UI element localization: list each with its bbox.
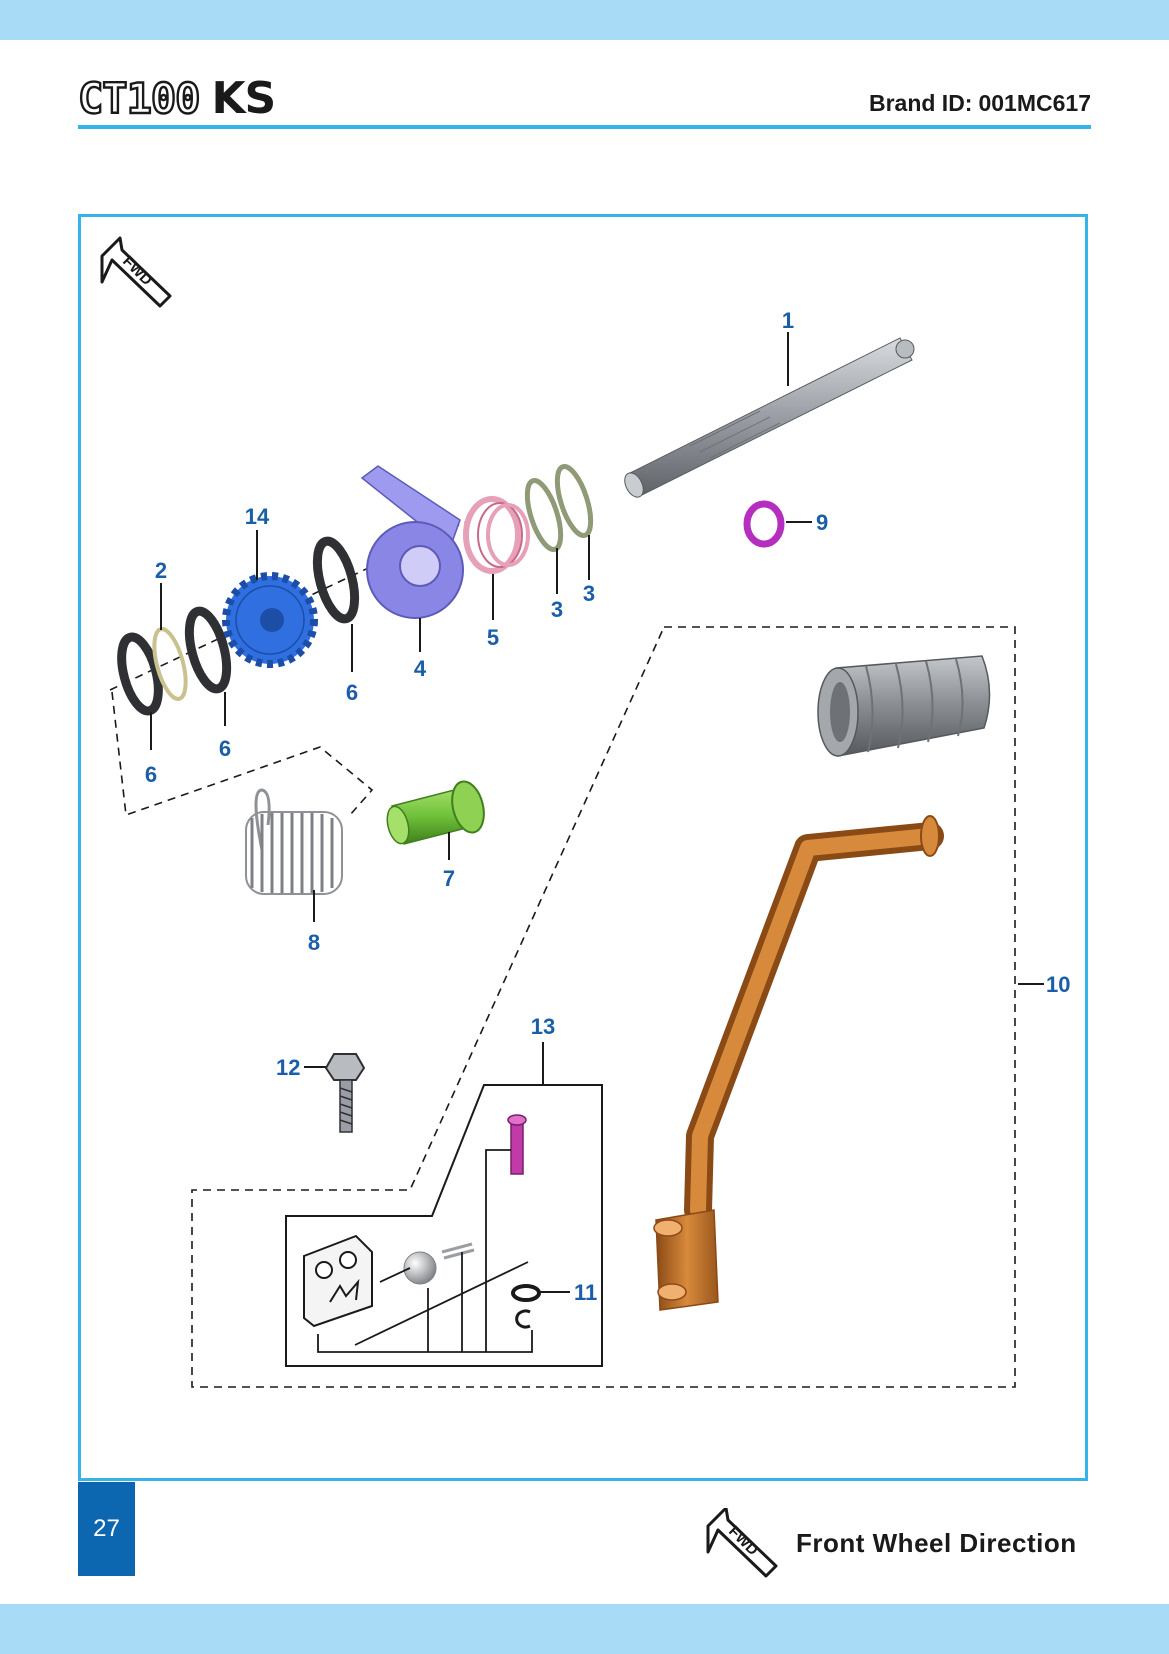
page-number-box: 27	[78, 1482, 135, 1576]
bottom-band	[0, 1604, 1169, 1654]
ratchet-kit-box	[285, 1084, 603, 1367]
circlip-pair	[524, 464, 594, 552]
kick-lever-assembly-boundary	[191, 626, 1016, 1388]
kick-sector	[360, 465, 464, 619]
front-wheel-direction-legend: FWD Front Wheel Direction	[706, 1508, 1077, 1578]
thrust-washer-a	[312, 536, 360, 624]
spindle-bush	[386, 780, 485, 845]
callout-6b: 6	[219, 736, 231, 761]
callout-7: 7	[443, 866, 455, 891]
model-logo: CT100 KS	[77, 72, 276, 124]
thrust-washer-c	[117, 632, 163, 716]
callout-2: 2	[155, 558, 167, 583]
ratchet-spring	[463, 496, 530, 574]
callout-leaders	[150, 332, 1044, 1293]
callout-10: 10	[1046, 972, 1070, 997]
callout-5: 5	[487, 625, 499, 650]
callout-6c: 6	[145, 762, 157, 787]
page-number: 27	[93, 1515, 120, 1542]
kick-gear	[222, 572, 318, 668]
logo-variant: KS	[211, 72, 276, 124]
brand-value: 001MC617	[978, 90, 1091, 116]
callout-13: 13	[531, 1014, 555, 1039]
thrust-washer-b	[184, 606, 232, 694]
washer-group-bracket	[111, 691, 374, 817]
kick-lever-grip	[817, 655, 991, 757]
return-spring	[245, 788, 343, 895]
callout-8: 8	[308, 930, 320, 955]
callout-3a: 3	[551, 597, 563, 622]
callout-3b: 3	[583, 581, 595, 606]
brand-id: Brand ID:001MC617	[869, 90, 1091, 117]
diagram-frame	[78, 214, 1088, 1481]
kick-lever-arm	[653, 815, 944, 1311]
logo-model: CT100	[77, 72, 202, 123]
callout-12: 12	[276, 1055, 300, 1080]
top-band	[0, 0, 1169, 40]
legend-fwd-arrow-icon: FWD	[706, 1508, 778, 1578]
oil-seal	[743, 500, 785, 548]
callout-9: 9	[816, 510, 828, 535]
callout-4: 4	[414, 656, 427, 681]
callout-numbers: 1 2 3 3 4 5 6 6 6 6 7 8 9 10 11 12 13 14	[145, 308, 1071, 1305]
callout-11: 11	[574, 1280, 597, 1305]
callout-1: 1	[782, 308, 794, 333]
lever-bolt	[324, 1053, 366, 1133]
header-rule	[78, 125, 1091, 129]
callout-14: 14	[245, 504, 270, 529]
brand-label: Brand ID:	[868, 90, 973, 116]
kick-shaft	[624, 337, 915, 498]
legend-label: Front Wheel Direction	[796, 1527, 1077, 1558]
fwd-arrow-icon: FWD	[100, 236, 172, 308]
callout-6a: 6	[346, 680, 358, 705]
